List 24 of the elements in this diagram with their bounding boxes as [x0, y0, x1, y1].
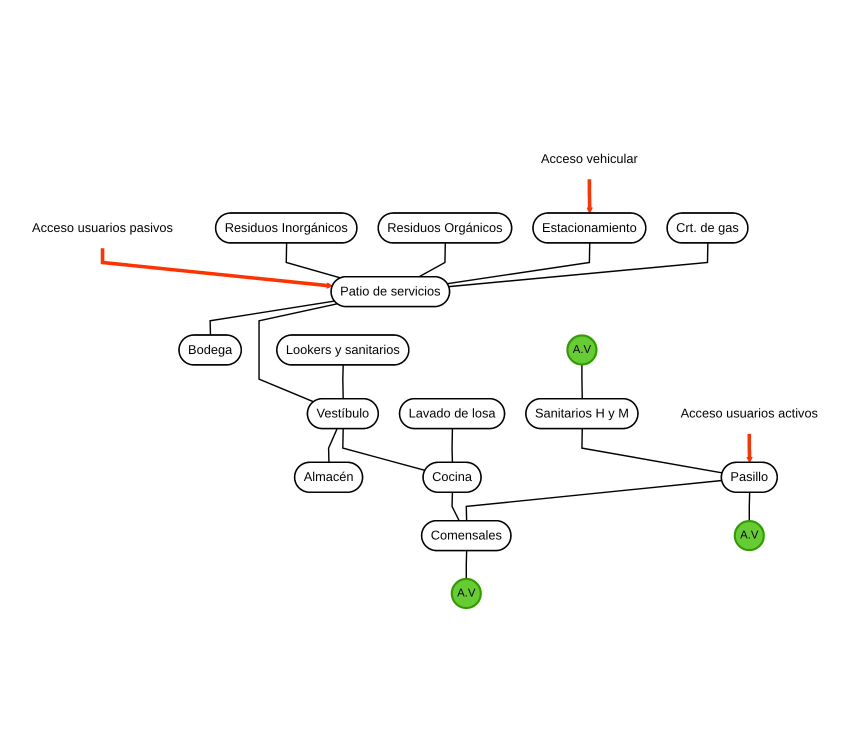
arrow — [586, 178, 593, 214]
connector — [342, 364, 344, 399]
node-circle: A.V — [450, 578, 482, 609]
connector — [258, 302, 338, 402]
connector — [209, 300, 335, 336]
node-text: Acceso usuarios activos — [680, 406, 818, 420]
connector — [466, 550, 468, 579]
connector — [466, 479, 722, 521]
connector — [447, 242, 590, 284]
connector — [581, 364, 583, 399]
connector — [328, 428, 338, 462]
connector — [342, 428, 426, 471]
connector — [286, 242, 342, 278]
node-circle: A.V — [566, 334, 598, 366]
connector — [581, 428, 723, 474]
node-circle: A.V — [734, 520, 765, 551]
arrow — [100, 248, 333, 288]
connector — [451, 428, 454, 462]
connector — [448, 242, 709, 287]
connector — [451, 492, 460, 521]
node-text: Acceso vehicular — [540, 151, 638, 166]
arrow — [746, 434, 753, 463]
connector — [748, 492, 750, 521]
node-text: Acceso usuarios pasivos — [32, 220, 173, 234]
